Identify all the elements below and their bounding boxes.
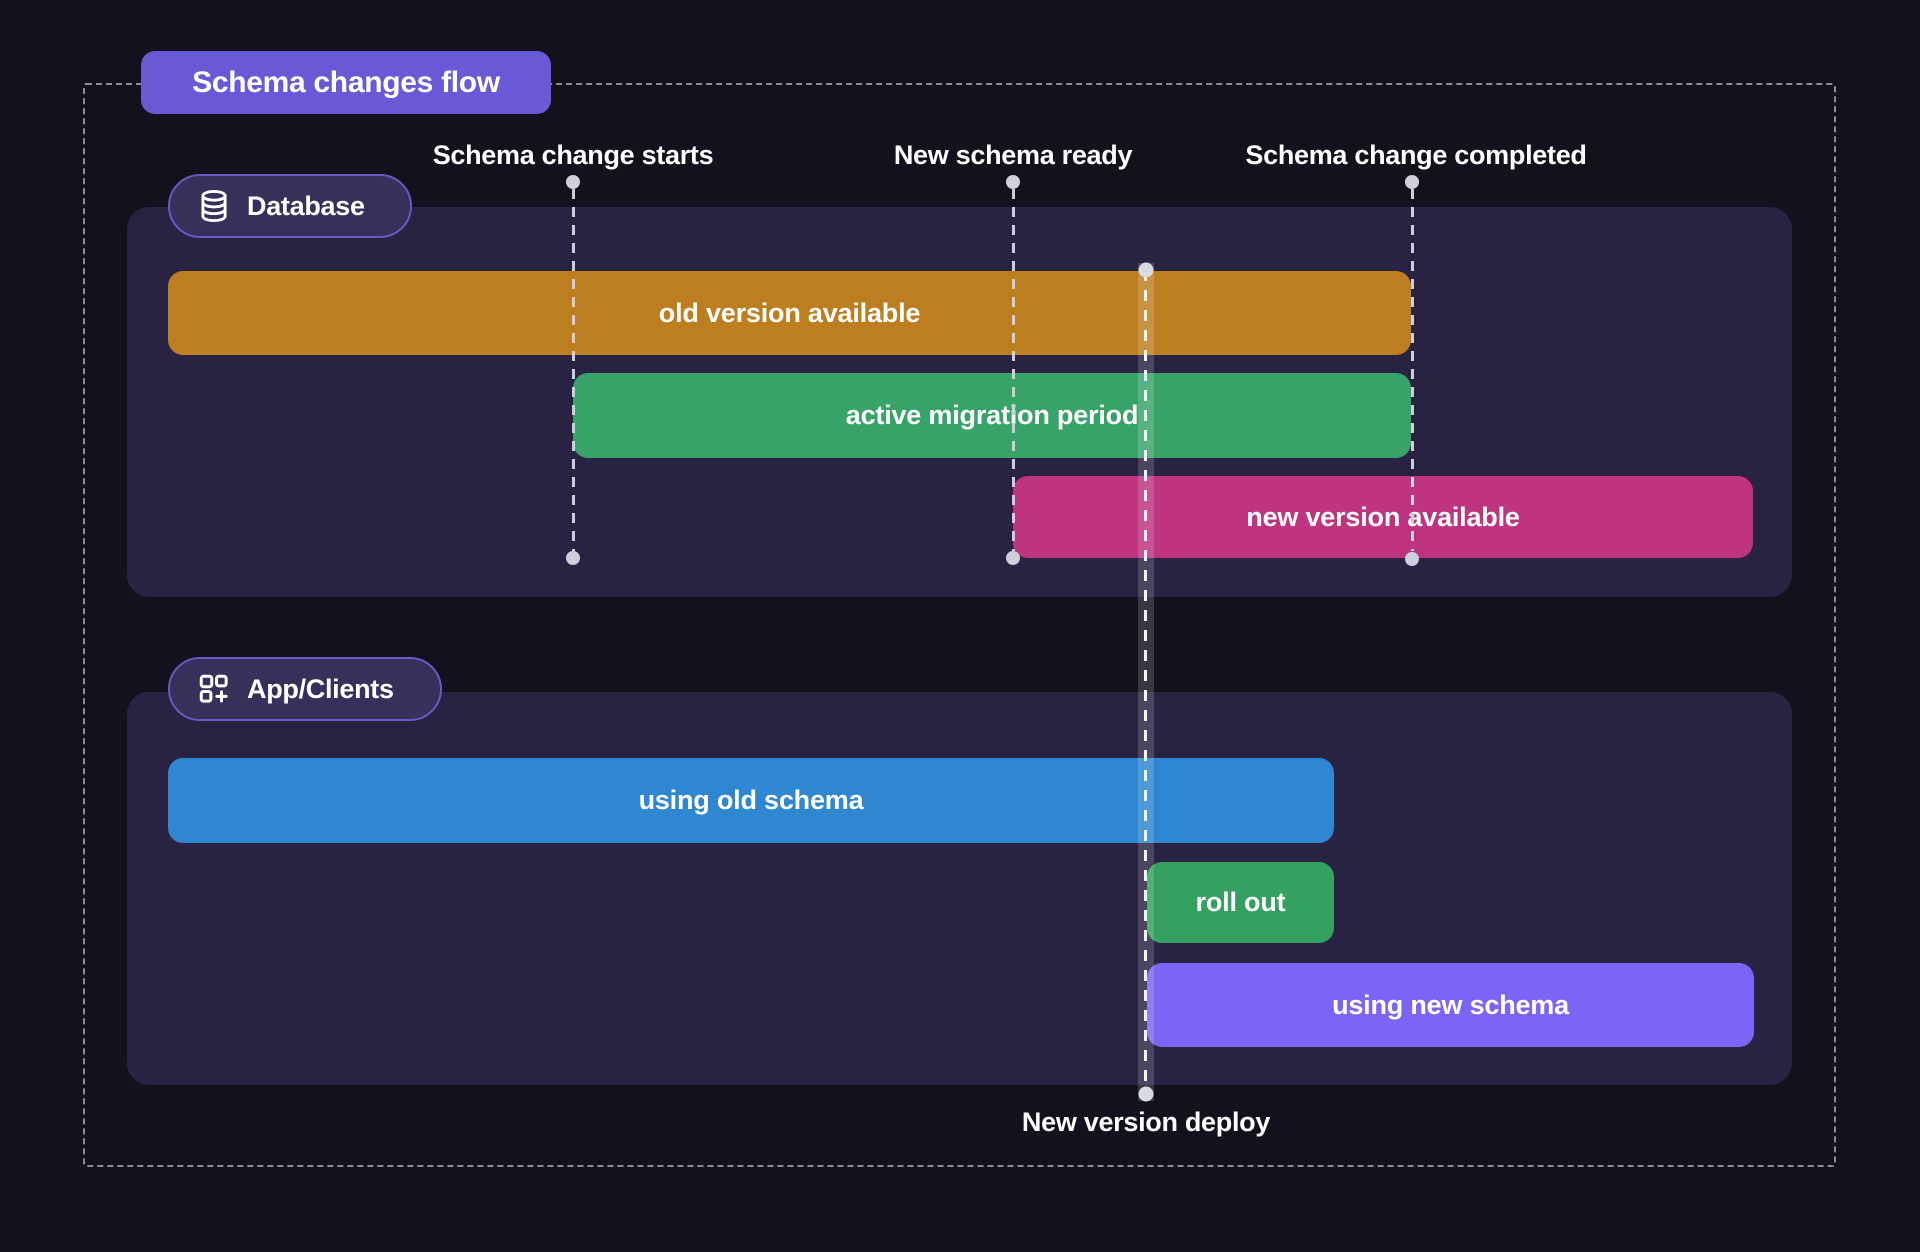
guide-top-dot	[566, 175, 580, 189]
bar-using-new-schema: using new schema	[1147, 963, 1754, 1047]
database-icon	[196, 188, 232, 224]
bar-label: using new schema	[1332, 989, 1569, 1020]
bar-using-old-schema: using old schema	[168, 758, 1334, 843]
guide-bottom-dot	[1006, 551, 1020, 565]
bar-new-version-available: new version available	[1013, 476, 1753, 558]
app-clients-badge-label: App/Clients	[247, 673, 394, 704]
bar-label: using old schema	[638, 785, 864, 815]
diagram-frame	[83, 83, 1836, 1167]
bar-active-migration-period: active migration period	[573, 373, 1411, 458]
deploy-bottom-dot	[1138, 1086, 1154, 1102]
database-badge: Database	[168, 174, 412, 238]
guide-bottom-dot	[1405, 552, 1419, 566]
title-label: Schema changes flow	[192, 65, 500, 99]
guide-line-schema-change-starts	[572, 189, 575, 551]
bar-old-version-available: old version available	[168, 271, 1411, 355]
app-clients-badge: App/Clients	[168, 657, 442, 721]
bar-label: new version available	[1246, 501, 1520, 532]
guide-line-new-schema-ready	[1012, 189, 1015, 551]
milestone-label-schema-change-completed: Schema change completed	[1245, 140, 1587, 170]
deploy-top-dot	[1138, 262, 1154, 278]
database-badge-label: Database	[247, 190, 365, 221]
bar-roll-out: roll out	[1147, 862, 1334, 943]
bar-label: active migration period	[845, 400, 1139, 430]
guide-top-dot	[1405, 175, 1419, 189]
bar-label: old version available	[658, 297, 921, 328]
guide-line-schema-change-completed	[1411, 189, 1414, 551]
guide-top-dot	[1006, 175, 1020, 189]
deploy-marker-line	[1144, 270, 1147, 1094]
milestone-label-new-schema-ready: New schema ready	[893, 140, 1133, 170]
grid-plus-icon	[196, 671, 232, 707]
deploy-label: New version deploy	[1021, 1107, 1271, 1137]
milestone-label-schema-change-starts: Schema change starts	[432, 140, 714, 170]
bar-label: roll out	[1195, 887, 1286, 917]
title-badge: Schema changes flow	[141, 51, 551, 114]
guide-bottom-dot	[566, 551, 580, 565]
